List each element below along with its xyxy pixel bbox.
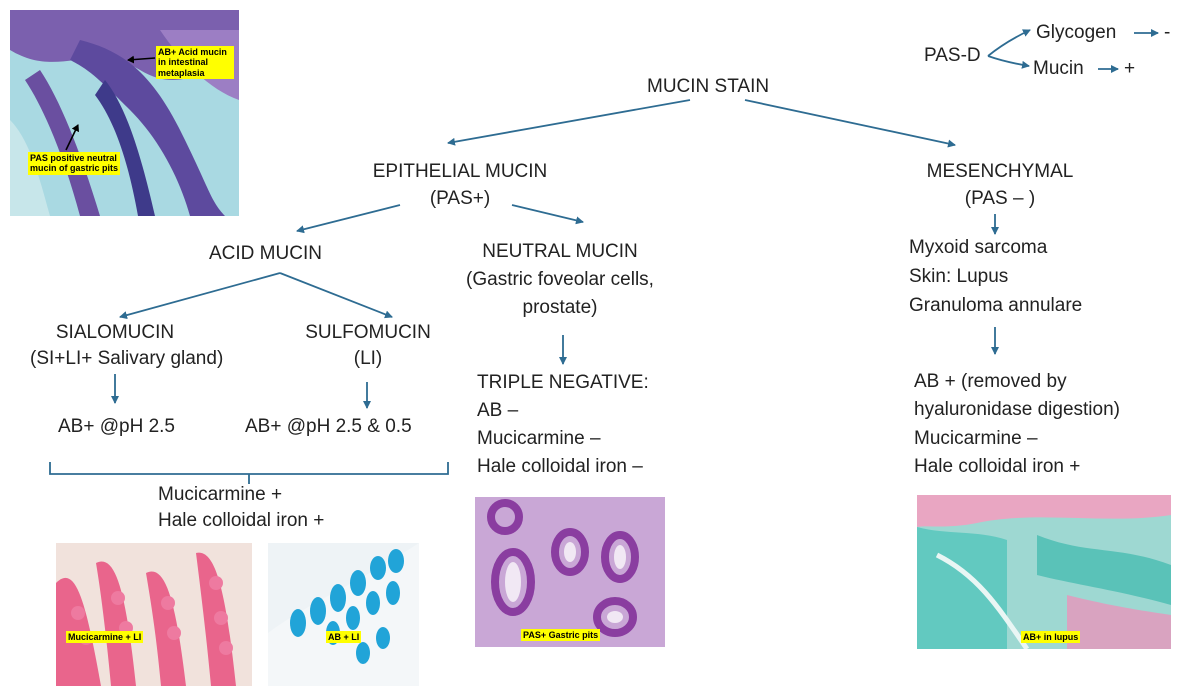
- micrograph-art: [475, 497, 665, 647]
- mesenchymal-result-4: Hale colloidal iron +: [914, 456, 1081, 477]
- acid-common-1: Mucicarmine +: [158, 484, 283, 505]
- mesenchymal-example-2: Skin: Lupus: [909, 266, 1009, 287]
- neutral-mucin-title: NEUTRAL MUCIN: [482, 241, 638, 262]
- arrow-to-sialomucin: [119, 272, 281, 320]
- epithelial-sub: (PAS+): [429, 188, 491, 209]
- arrow-to-neutral: [511, 204, 584, 225]
- neutral-mucin-sub1: (Gastric foveolar cells,: [466, 269, 654, 290]
- sulfomucin-result: AB+ @pH 2.5 & 0.5: [245, 416, 412, 437]
- mucin-result: +: [1124, 58, 1136, 79]
- arrow-pasd-glycogen: [987, 29, 1031, 57]
- acid-bracket: [49, 462, 449, 484]
- arrow-to-epithelial: [447, 99, 691, 146]
- sulfomucin-sub: (LI): [353, 348, 383, 369]
- triple-negative-4: Hale colloidal iron –: [477, 456, 643, 477]
- micrograph-ab-lupus: AB+ in lupus: [917, 495, 1171, 649]
- micrograph-art: [268, 543, 419, 686]
- mucin-label: Mucin: [1033, 58, 1084, 79]
- neutral-mucin-sub2: prostate): [522, 297, 598, 318]
- label-ab-acid-mucin: AB+ Acid mucin in intestinal metaplasia: [156, 46, 234, 80]
- micrograph-art: [917, 495, 1171, 649]
- mesenchymal-title: MESENCHYMAL: [926, 161, 1074, 182]
- label-mucicarmine-li: Mucicarmine + LI: [66, 631, 144, 644]
- sialomucin-title: SIALOMUCIN: [55, 322, 175, 343]
- sulfomucin-title: SULFOMUCIN: [305, 322, 431, 343]
- micrograph-pointers: [65, 55, 156, 151]
- diagram-title: MUCIN STAIN: [647, 76, 770, 97]
- micrograph-pas-gastric: PAS+ Gastric pits: [475, 497, 665, 647]
- label-pas-gastric-pits: PAS+ Gastric pits: [521, 629, 601, 642]
- label-ab-li: AB + LI: [326, 631, 362, 644]
- triple-negative-2: AB –: [477, 400, 519, 421]
- sialomucin-sub: (SI+LI+ Salivary gland): [30, 348, 224, 369]
- arrow-to-mesenchymal: [744, 99, 956, 148]
- micrograph-ab-li: AB + LI: [268, 543, 419, 686]
- mesenchymal-example-1: Myxoid sarcoma: [909, 237, 1048, 258]
- glycogen-label: Glycogen: [1036, 22, 1117, 43]
- mesenchymal-example-3: Granuloma annulare: [909, 295, 1083, 316]
- acid-common-2: Hale colloidal iron +: [158, 510, 325, 531]
- sialomucin-result: AB+ @pH 2.5: [58, 416, 175, 437]
- pasd-label: PAS-D: [924, 45, 981, 66]
- arrow-to-sulfomucin: [279, 272, 393, 319]
- mesenchymal-result-1: AB + (removed by: [914, 371, 1067, 392]
- acid-mucin-title: ACID MUCIN: [209, 243, 322, 264]
- triple-negative-1: TRIPLE NEGATIVE:: [477, 372, 649, 393]
- micrograph-mucicarmine: Mucicarmine + LI: [56, 543, 252, 686]
- arrow-pasd-mucin: [987, 55, 1030, 69]
- label-pas-neutral-mucin: PAS positive neutral mucin of gastric pi…: [28, 152, 120, 175]
- mesenchymal-sub: (PAS – ): [964, 188, 1036, 209]
- micrograph-intestinal-metaplasia: AB+ Acid mucin in intestinal metaplasia …: [10, 10, 239, 216]
- micrograph-art: [56, 543, 252, 686]
- arrow-to-acid: [296, 204, 401, 234]
- label-ab-lupus: AB+ in lupus: [1021, 631, 1081, 644]
- mesenchymal-result-2: hyaluronidase digestion): [914, 399, 1120, 420]
- epithelial-title: EPITHELIAL MUCIN: [372, 161, 548, 182]
- mesenchymal-result-3: Mucicarmine –: [914, 428, 1038, 449]
- triple-negative-3: Mucicarmine –: [477, 428, 601, 449]
- glycogen-result: -: [1164, 22, 1171, 43]
